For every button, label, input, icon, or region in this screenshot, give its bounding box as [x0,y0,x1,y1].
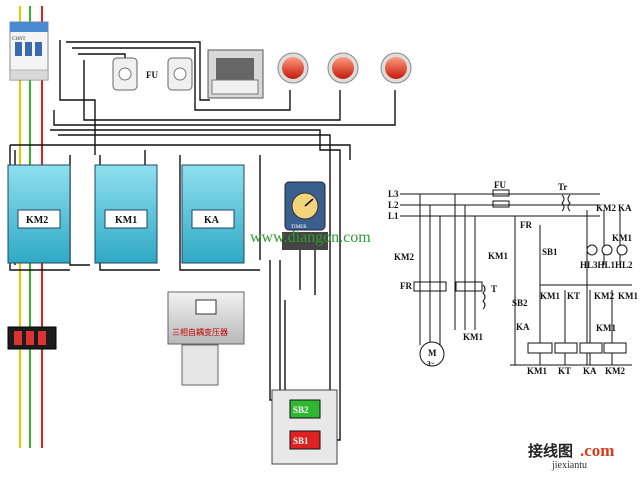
schematic-labels: L3 L2 L1 FU Tr FR KM2 KM1 FR T KM1 M 3~ … [388,180,638,376]
coil-kt-icon [554,342,578,354]
lamp-hl2-icon [616,244,628,256]
button-sb1-label: SB1 [293,436,309,446]
fuse-group: FU [112,57,193,91]
autotransformer: 三相自耦变压器 [167,291,245,386]
schematic-km2-contact-label: KM2 [394,252,414,262]
lamp-hl3-icon [586,244,598,256]
schematic-km2-top-label: KM2 [596,203,616,213]
control-transformer [207,49,264,99]
motor-label: M [428,348,437,358]
schematic-km1-bottom-label: KM1 [463,332,483,342]
timer-brand-label: TIMER [291,225,307,230]
watermark-dotcom: .com [580,441,614,460]
schematic-km1-lamp-label: KM1 [612,233,632,243]
schematic-fr-right-label: FR [520,220,532,230]
schematic-km1-c-label: KM1 [596,323,616,333]
wiring-picture: CHNT [7,6,412,465]
schematic-km1-b-label: KM1 [618,291,638,301]
phase-l2-label: L2 [388,200,399,210]
watermark-logo: 接线图 .com jiexiantu [528,441,614,471]
schematic-km2-a-label: KM2 [594,291,614,301]
watermark-cn-logo: 接线图 [528,442,573,460]
schematic-tr-label: Tr [558,182,567,192]
schematic-fr-left-label: FR [400,281,412,291]
watermark-domain: jiexiantu [551,460,587,471]
contactor-km1-label: KM1 [115,215,137,226]
indicator-lamps [277,52,412,84]
lamp-hl1-icon [601,244,613,256]
coil-kt-label: KT [558,366,571,376]
timer-relay: TIMER [282,181,328,250]
thermal-relay [7,326,57,350]
coil-km2-icon [603,342,627,354]
button-sb2-label: SB2 [293,405,309,415]
circuit-breaker: CHNT [9,21,49,81]
schematic-km1-contact-label: KM1 [488,251,508,261]
schematic-sb1-label: SB1 [542,247,558,257]
coil-km2-label: KM2 [605,366,625,376]
lamp-labels: HL3HL1HL2 [580,260,633,270]
contactor-ka: KA [181,164,245,264]
phase-l1-label: L1 [388,211,399,221]
autotransformer-label: 三相自耦变压器 [172,327,228,337]
schematic-ka-top-label: KA [618,203,632,213]
schematic-fu-label: FU [494,180,506,190]
pushbutton-box: SB2 SB1 [271,389,338,465]
coil-ka-icon [579,342,603,354]
phase-l3-label: L3 [388,189,399,199]
watermark-site-label: www.diangon.com [250,229,371,246]
breaker-brand-label: CHNT [12,37,26,42]
contactor-ka-label: KA [204,215,220,226]
coil-km1-icon [527,342,553,354]
coil-ka-label: KA [583,366,597,376]
schematic-t-label: T [491,284,497,294]
contactor-km2: KM2 [7,164,71,264]
coil-km1-label: KM1 [527,366,547,376]
schematic [400,189,632,367]
motor-phase-label: 3~ [427,360,435,368]
contactor-km1: KM1 [94,164,158,264]
schematic-km1-hold-label: KM1 [540,291,560,301]
motor-icon [419,341,445,367]
schematic-ka-left-label: KA [516,322,530,332]
schematic-kt-label: KT [567,291,580,301]
schematic-sb2-label: SB2 [512,298,528,308]
fuse-label: FU [146,70,158,80]
contactor-km2-label: KM2 [26,215,48,226]
